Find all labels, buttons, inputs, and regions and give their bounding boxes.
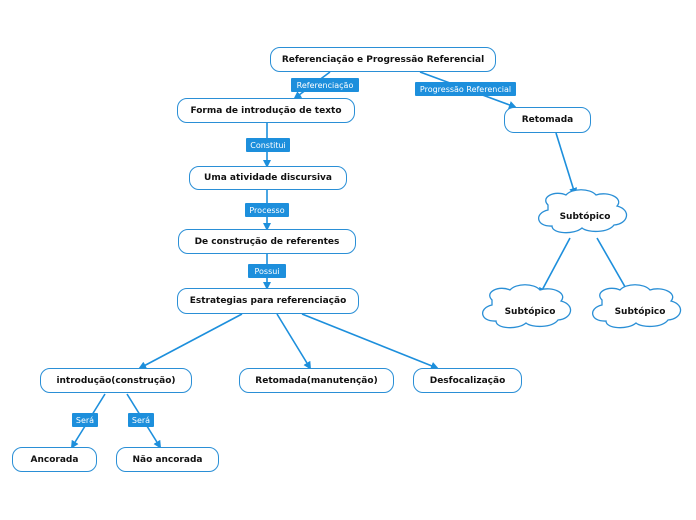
edge-subtopico-right (596, 237, 629, 294)
cloud-subtopico-left (482, 284, 572, 329)
edge-retomada-subtopico (555, 132, 578, 196)
node-root[interactable]: Referenciação e Progressão Referencial (270, 47, 496, 72)
label-referenciacao[interactable]: Referenciação (291, 78, 359, 92)
label-possui[interactable]: Possui (248, 264, 286, 278)
edge-estrategias-desfocalizacao (301, 313, 439, 370)
node-atividade[interactable]: Uma atividade discursiva (189, 166, 347, 190)
node-introducao[interactable]: introdução(construção) (40, 368, 192, 393)
node-retomada-manutencao[interactable]: Retomada(manutenção) (239, 368, 394, 393)
node-subtopico-left[interactable]: Subtópico (504, 307, 556, 317)
label-progressao-referencial[interactable]: Progressão Referencial (415, 82, 516, 96)
node-construcao[interactable]: De construção de referentes (178, 229, 356, 254)
edge-estrategias-retomada-manut (276, 313, 312, 370)
edge-estrategias-introducao (138, 313, 243, 369)
cloud-subtopico-main (538, 189, 628, 234)
node-subtopico-main[interactable]: Subtópico (559, 212, 611, 222)
label-constitui[interactable]: Constitui (246, 138, 290, 152)
node-desfocalizacao[interactable]: Desfocalização (413, 368, 522, 393)
label-sera-1[interactable]: Será (72, 413, 98, 427)
node-subtopico-right[interactable]: Subtópico (614, 307, 666, 317)
cloud-subtopico-right (592, 284, 682, 329)
label-processo[interactable]: Processo (245, 203, 289, 217)
label-sera-2[interactable]: Será (128, 413, 154, 427)
node-estrategias[interactable]: Estrategias para referenciação (177, 288, 359, 314)
edge-subtopico-left (539, 237, 571, 296)
node-forma[interactable]: Forma de introdução de texto (177, 98, 355, 123)
node-retomada[interactable]: Retomada (504, 107, 591, 133)
node-nao-ancorada[interactable]: Não ancorada (116, 447, 219, 472)
node-ancorada[interactable]: Ancorada (12, 447, 97, 472)
